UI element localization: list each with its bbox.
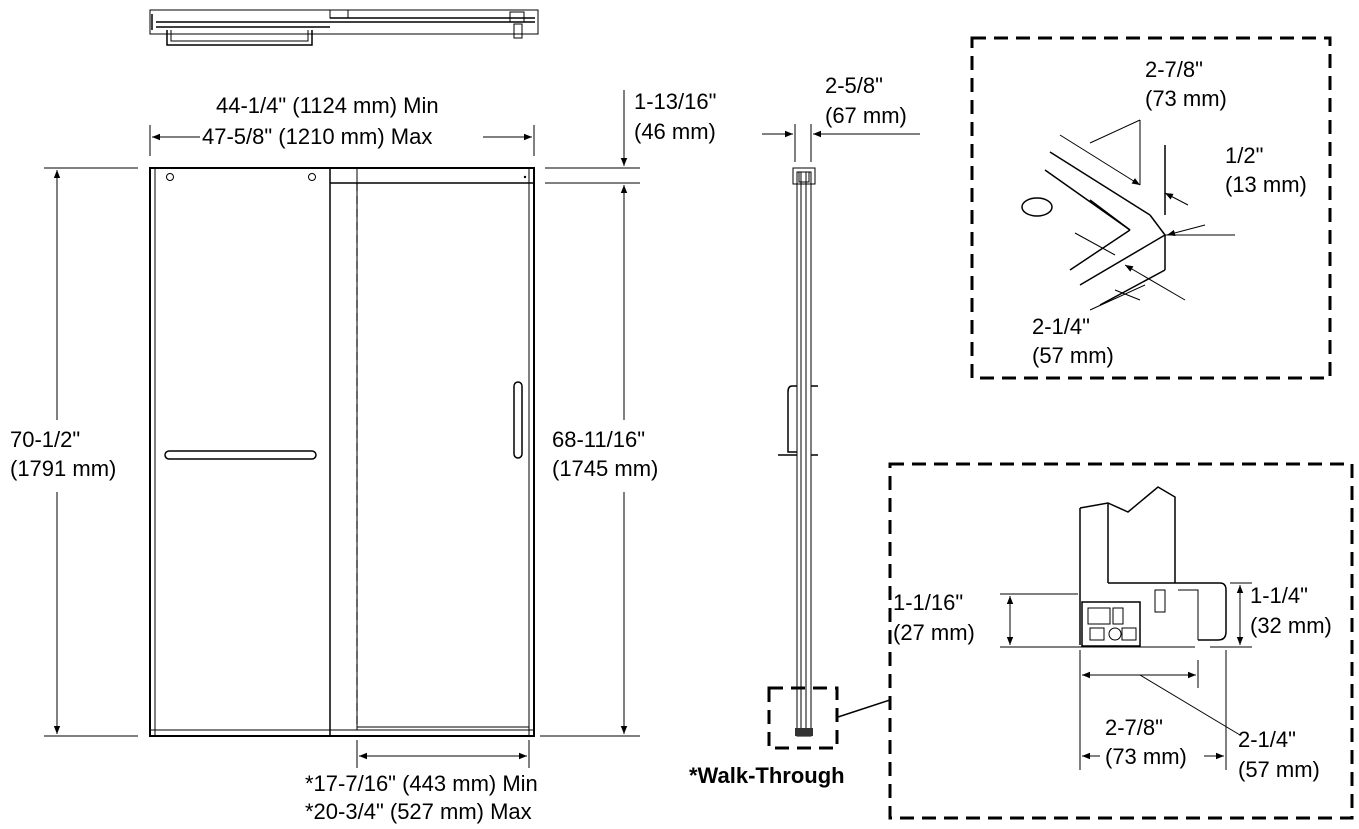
bottom-detail: 1-1/16" (27 mm) 1-1/4" (32 mm) 2-7/8" (7…: [888, 462, 1354, 820]
front-view: 44-1/4" (1124 mm) Min 47-5/8" (1210 mm) …: [10, 89, 716, 824]
roller-circle-right: [308, 173, 316, 181]
top-gap-mm: (46 mm): [634, 119, 716, 144]
top-dim-b-in: 1/2": [1225, 143, 1263, 168]
width-max-label: 47-5/8" (1210 mm) Max: [202, 124, 432, 149]
bottom-width-inner-mm: (57 mm): [1238, 757, 1320, 782]
opening-min-label: *17-7/16" (443 mm) Min: [305, 771, 538, 796]
top-gap-in: 1-13/16": [634, 89, 716, 114]
total-height-mm: (1791 mm): [10, 456, 116, 481]
callout-box-small: [767, 686, 839, 750]
side-view: 2-5/8" (67 mm) *Walk-Through: [689, 73, 920, 788]
bottom-width-outer-mm: (73 mm): [1105, 744, 1187, 769]
bottom-detail-box: [888, 462, 1354, 820]
top-dim-b-mm: (13 mm): [1225, 172, 1307, 197]
roller-hole: [1021, 197, 1053, 217]
bottom-height-left-mm: (27 mm): [893, 620, 975, 645]
total-height-in: 70-1/2": [10, 427, 80, 452]
top-dim-a-in: 2-7/8": [1145, 57, 1203, 82]
door-height-mm: (1745 mm): [552, 456, 658, 481]
top-dim-c-in: 2-1/4": [1032, 314, 1090, 339]
door-height-in: 68-11/16": [552, 427, 645, 452]
walk-through-label: *Walk-Through: [689, 763, 845, 788]
door-handle: [513, 381, 523, 459]
top-dim-a-mm: (73 mm): [1145, 86, 1227, 111]
roller-circle-left: [166, 173, 174, 181]
towel-bar: [164, 450, 317, 460]
bottom-width-inner-in: 2-1/4": [1238, 727, 1296, 752]
opening-max-label: *20-3/4" (527 mm) Max: [305, 799, 532, 824]
bottom-width-outer-in: 2-7/8": [1105, 715, 1163, 740]
width-min-label: 44-1/4" (1124 mm) Min: [216, 93, 439, 118]
top-plan-view: [149, 9, 539, 46]
depth-mm: (67 mm): [825, 103, 907, 128]
top-dim-c-mm: (57 mm): [1032, 343, 1114, 368]
bottom-height-right-in: 1-1/4": [1250, 583, 1308, 608]
door-frame: [149, 167, 535, 737]
top-detail-box: [970, 36, 1332, 380]
top-detail: 2-7/8" (73 mm) 1/2" (13 mm) 2-1/4" (57 m…: [970, 36, 1332, 380]
bottom-height-right-mm: (32 mm): [1250, 613, 1332, 638]
bottom-height-left-in: 1-1/16": [893, 590, 963, 615]
depth-in: 2-5/8": [825, 73, 883, 98]
